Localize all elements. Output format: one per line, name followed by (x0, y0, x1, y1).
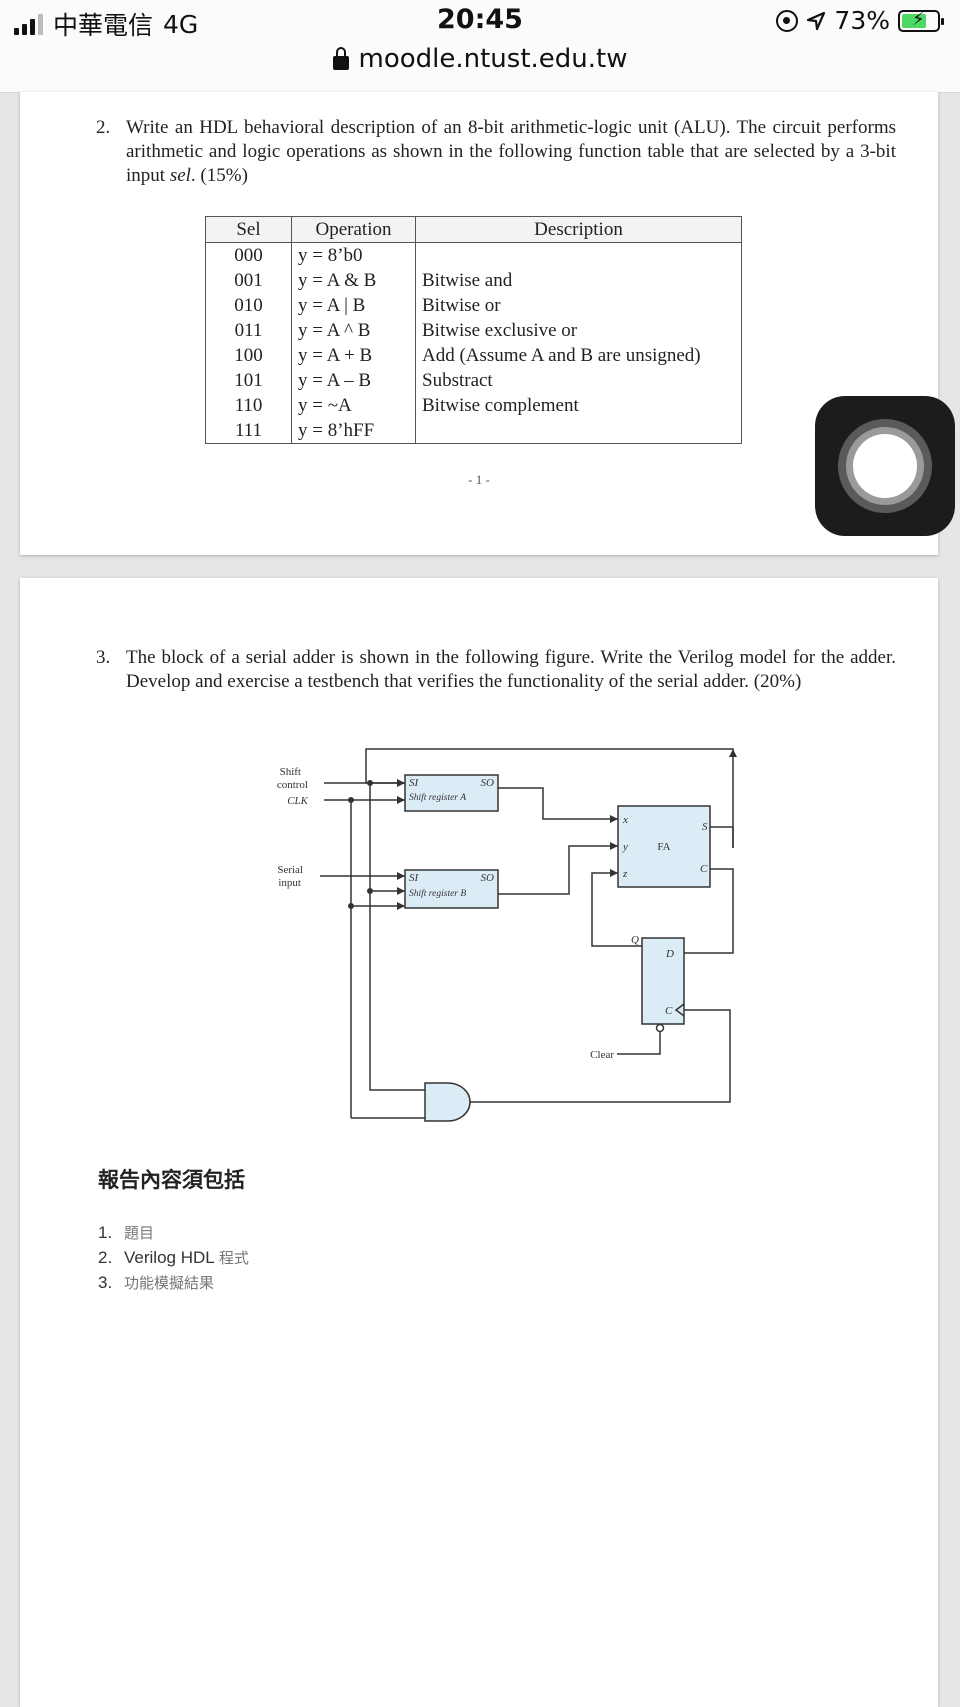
svg-text:C: C (665, 1005, 673, 1017)
problem-2: 2. Write an HDL behavioral description o… (96, 116, 896, 188)
column-header-operation: Operation (291, 216, 416, 243)
location-icon (807, 11, 826, 30)
table-header-row: Sel Operation Description (205, 216, 742, 243)
svg-text:FA: FA (657, 841, 670, 853)
network-type: 4G (163, 9, 199, 39)
list-item: 2.Verilog HDL 程式 (98, 1248, 249, 1267)
svg-text:S: S (702, 821, 708, 833)
column-header-description: Description (415, 216, 742, 243)
svg-text:SI: SI (409, 777, 420, 789)
report-title: 報告內容須包括 (98, 1168, 245, 1192)
svg-text:Shift register B: Shift register B (409, 888, 466, 899)
status-left: 中華電信 4G (14, 6, 198, 42)
svg-text:x: x (622, 814, 628, 826)
problem-number: 3. (96, 647, 111, 668)
svg-text:CLK: CLK (287, 795, 308, 807)
problem-number: 2. (96, 117, 111, 138)
svg-text:SI: SI (409, 872, 420, 884)
svg-text:y: y (622, 841, 628, 853)
problem-3: 3. The block of a serial adder is shown … (96, 646, 896, 694)
svg-text:z: z (622, 868, 628, 880)
shift-register-a (404, 774, 499, 812)
svg-text:SO: SO (481, 872, 495, 884)
carrier-name: 中華電信 (53, 11, 154, 40)
and-gate (424, 1082, 471, 1122)
document-page-2: 3. The block of a serial adder is shown … (20, 578, 938, 1707)
svg-text:Clear: Clear (590, 1049, 614, 1061)
list-item: 1.題目 (98, 1223, 155, 1242)
battery-percent: 73% (834, 6, 890, 35)
svg-text:input: input (278, 877, 301, 889)
document-page-1: 2. Write an HDL behavioral description o… (20, 92, 938, 555)
clock: 20:45 (437, 4, 523, 35)
problem-text: Write an HDL behavioral description of a… (126, 117, 896, 186)
url-text[interactable]: moodle.ntust.edu.tw (358, 44, 628, 74)
svg-text:Shift: Shift (280, 766, 301, 778)
status-right: 73% ⚡ (776, 6, 944, 35)
assistive-touch-icon (853, 434, 917, 498)
problem-text: The block of a serial adder is shown in … (126, 647, 896, 692)
lock-icon (332, 47, 349, 70)
status-bar: 中華電信 4G 20:45 73% ⚡ moodle.ntust.edu.tw (0, 0, 960, 93)
address-bar[interactable]: moodle.ntust.edu.tw (0, 44, 960, 74)
full-adder-block (617, 805, 711, 888)
serial-adder-diagram: Shift control CLK Serial input SI SO Shi… (277, 748, 737, 1122)
svg-text:Q: Q (631, 934, 639, 946)
report-requirements-list: 1.題目 2.Verilog HDL 程式 3.功能模擬結果 (98, 1220, 249, 1295)
svg-text:Shift register A: Shift register A (409, 792, 466, 803)
svg-text:Serial: Serial (277, 864, 303, 876)
svg-text:control: control (277, 779, 308, 791)
svg-text:D: D (665, 948, 674, 960)
svg-text:C: C (700, 863, 708, 875)
svg-text:SO: SO (481, 777, 495, 789)
signal-icon (14, 13, 43, 35)
orientation-lock-icon (776, 9, 799, 32)
column-header-sel: Sel (205, 216, 292, 243)
list-item: 3.功能模擬結果 (98, 1273, 215, 1292)
assistive-touch-button[interactable] (815, 396, 955, 536)
page-number: - 1 - (468, 472, 490, 487)
battery-icon: ⚡ (898, 9, 944, 32)
shift-register-b (404, 869, 499, 909)
